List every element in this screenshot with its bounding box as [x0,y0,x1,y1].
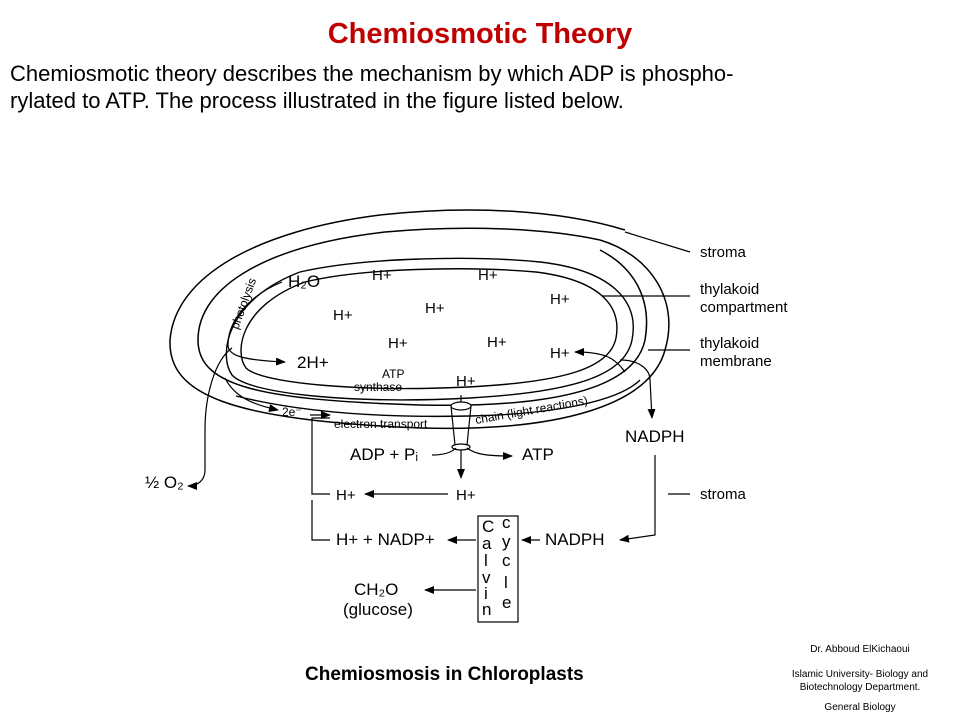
svg-text:c: c [502,551,511,570]
label-chain: chain (light reactions) [474,393,589,427]
svg-text:c: c [502,513,511,532]
svg-text:v: v [482,568,491,587]
label-nadph-bottom: NADPH [545,530,605,549]
label-glucose: (glucose) [343,600,413,619]
label-atp: ATP [522,445,554,464]
credit-institution: Islamic University- Biology and Biotechn… [791,669,929,693]
label-photolysis: photolysis [228,276,259,331]
svg-text:a: a [482,534,492,553]
label-2h-plus: 2H+ [297,353,329,372]
svg-text:y: y [502,532,511,551]
label-h2o: H₂O [288,272,320,291]
svg-text:n: n [482,600,491,619]
intro-line-2: rylated to ATP. The process illustrated … [10,88,624,113]
intro-line-1: Chemiosmotic theory describes the mechan… [10,61,734,86]
label-thylakoid-compartment-2: compartment [700,299,788,316]
credit-author: Dr. Abboud ElKichaoui [810,644,910,655]
label-ch2o: CH₂O [354,580,398,599]
calvin-cycle-box [477,515,519,623]
credit-course: General Biology [824,702,896,713]
thylakoid-membrane-inner [240,268,618,390]
atp-synthase [450,401,472,451]
label-thylakoid-compartment-1: thylakoid [700,281,759,298]
label-thylakoid-membrane-1: thylakoid [700,335,759,352]
label-half-o2: ½ O₂ [145,473,184,492]
label-adp-pi: ADP + Pᵢ [350,445,418,464]
label-2e: 2e⁻ [282,405,302,419]
h-plus-ion: H+ [333,307,353,324]
h-plus-ion: H+ [425,300,445,317]
label-atp-synthase-1: ATP [382,367,404,381]
h-plus-stroma-left: H+ [336,487,356,504]
h-plus-stroma: H+ [456,487,476,504]
svg-text:l: l [504,573,508,592]
label-stroma-top: stroma [700,244,747,261]
label-nadph-top: NADPH [625,427,685,446]
label-atp-synthase-2: synthase [354,380,402,394]
h-plus-ion: H+ [388,335,408,352]
label-electron-transport: electron transport [334,417,428,431]
label-stroma-bottom: stroma [700,486,747,503]
svg-text:i: i [484,584,488,603]
h-plus-ion: H+ [550,291,570,308]
inner-membrane [197,227,648,407]
calvin-letters: C a l v i n [482,517,494,619]
cycle-letters: c y c l e [502,513,511,612]
h-plus-ion: H+ [550,345,570,362]
label-h-nadp: H+ + NADP+ [336,530,435,549]
slide-title: Chemiosmotic Theory [327,18,633,50]
h-plus-ion: H+ [487,334,507,351]
intro-paragraph: Chemiosmotic theory describes the mechan… [10,60,950,114]
h-plus-ion: H+ [372,267,392,284]
svg-text:e: e [502,593,511,612]
label-thylakoid-membrane-2: membrane [700,353,772,370]
svg-text:C: C [482,517,494,536]
h-plus-ion: H+ [478,267,498,284]
diagram-caption: Chemiosmosis in Chloroplasts [305,664,584,685]
svg-text:l: l [484,551,488,570]
thylakoid-membrane-outer [225,257,634,401]
h-plus-ion: H+ [456,373,476,390]
